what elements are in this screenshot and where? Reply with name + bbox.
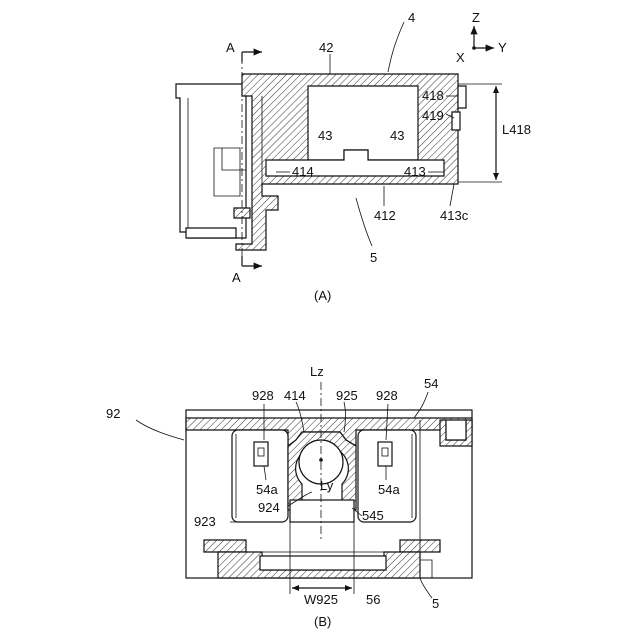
label-43-right: 43 bbox=[390, 128, 404, 143]
label-928-right: 928 bbox=[376, 388, 398, 403]
label-92: 92 bbox=[106, 406, 120, 421]
label-414-b: 414 bbox=[284, 388, 306, 403]
label-928-left: 928 bbox=[252, 388, 274, 403]
recess-56 bbox=[260, 556, 386, 570]
label-43-left: 43 bbox=[318, 128, 332, 143]
label-413c: 413c bbox=[440, 208, 469, 223]
label-56: 56 bbox=[366, 592, 380, 607]
label-lz: Lz bbox=[310, 364, 324, 379]
axis-x-label: X bbox=[456, 50, 465, 65]
figure-a: Z Y X A A bbox=[176, 10, 531, 303]
label-4: 4 bbox=[408, 10, 415, 25]
figure-b: 92 Lz 928 414 925 928 54 54a 54a Ly 924 … bbox=[106, 364, 472, 629]
caption-b: (B) bbox=[314, 614, 331, 629]
label-545: 545 bbox=[362, 508, 384, 523]
axis-indicator: Z Y X bbox=[456, 10, 507, 65]
label-419: 419 bbox=[422, 108, 444, 123]
label-ly: Ly bbox=[320, 478, 334, 493]
dimension-l418: L418 bbox=[458, 84, 531, 182]
clip-left bbox=[254, 442, 268, 466]
section-a-top: A bbox=[226, 40, 235, 55]
part-419 bbox=[452, 112, 460, 130]
label-w925: W925 bbox=[304, 592, 338, 607]
label-412: 412 bbox=[374, 208, 396, 223]
ledge-left bbox=[204, 540, 246, 552]
holder-base bbox=[290, 500, 354, 522]
label-925: 925 bbox=[336, 388, 358, 403]
label-924: 924 bbox=[258, 500, 280, 515]
label-54a-right: 54a bbox=[378, 482, 400, 497]
label-418: 418 bbox=[422, 88, 444, 103]
part-418 bbox=[458, 86, 466, 108]
cavity bbox=[308, 86, 418, 160]
axis-z-label: Z bbox=[472, 10, 480, 25]
label-5-b: 5 bbox=[432, 596, 439, 611]
label-413: 413 bbox=[404, 164, 426, 179]
label-54: 54 bbox=[424, 376, 438, 391]
section-a-bottom: A bbox=[232, 270, 241, 285]
caption-a: (A) bbox=[314, 288, 331, 303]
label-54a-left: 54a bbox=[256, 482, 278, 497]
clip-right bbox=[378, 442, 392, 466]
label-923: 923 bbox=[194, 514, 216, 529]
label-5-a: 5 bbox=[370, 250, 377, 265]
label-42: 42 bbox=[319, 40, 333, 55]
label-414: 414 bbox=[292, 164, 314, 179]
label-l418: L418 bbox=[502, 122, 531, 137]
axis-y-label: Y bbox=[498, 40, 507, 55]
